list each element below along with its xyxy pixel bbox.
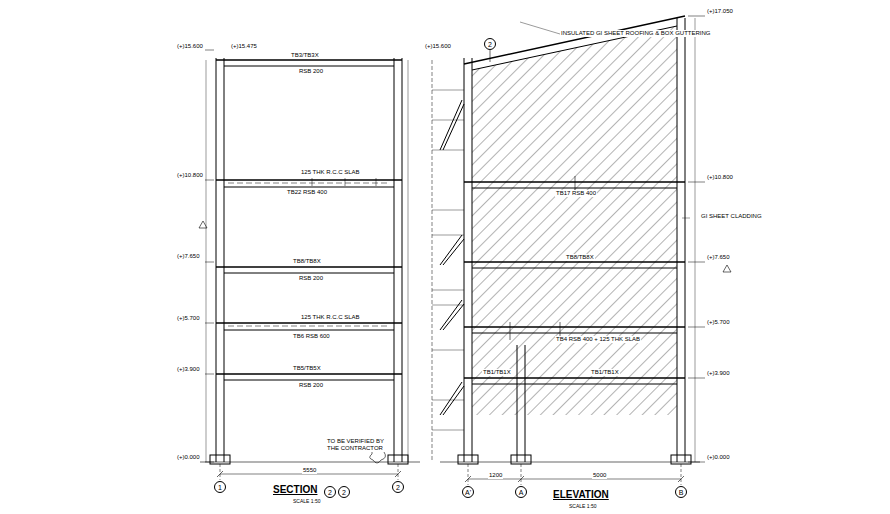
grid-bubble: A' <box>462 486 474 498</box>
member-label: INSULATED GI SHEET ROOFING & BOX GUTTERI… <box>560 30 711 37</box>
dimension: 5550 <box>302 467 317 474</box>
level-mark: (+)5.700 <box>706 319 731 326</box>
level-mark: (+)15.600 <box>176 43 204 50</box>
general-note: TO BE VERIFIED BY THE CONTRACTOR <box>326 438 390 452</box>
member-label: TB8/TB8X <box>292 258 322 265</box>
level-mark: (+)0.000 <box>176 454 201 461</box>
member-label: RSB 200 <box>298 68 324 75</box>
member-label: TB5/TB5X <box>292 365 322 372</box>
member-label: RSB 200 <box>298 382 324 389</box>
member-label: 125 THK R.C.C SLAB <box>300 314 361 321</box>
bubble-text: B <box>679 489 684 496</box>
scale-note: SCALE 1:50 <box>568 504 598 510</box>
bubble-text: 2 <box>396 484 400 491</box>
level-mark: (+)7.650 <box>176 253 201 260</box>
bubble-text: A' <box>465 489 471 496</box>
level-mark: (+)5.700 <box>176 315 201 322</box>
member-label: RSB 200 <box>298 275 324 282</box>
member-label: 125 THK R.C.C SLAB <box>300 169 361 176</box>
member-label: TB17 RSB 400 <box>555 190 597 197</box>
level-mark: (+)17.050 <box>706 8 734 15</box>
bubble-text: 2 <box>488 41 492 48</box>
view-title: ELEVATION <box>552 489 610 501</box>
member-label: TB4 RSB 400 + 125 THK SLAB <box>555 336 641 343</box>
level-mark: (+)3.900 <box>176 366 201 373</box>
level-mark: (+)10.800 <box>706 174 734 181</box>
level-mark: (+)7.650 <box>706 254 731 261</box>
grid-bubble: A <box>515 486 527 498</box>
member-label: TB1/TB1X <box>482 369 512 376</box>
scale-note: SCALE 1:50 <box>292 499 322 505</box>
section-marker: 2 <box>484 38 496 50</box>
member-label: TB1/TB1X <box>590 369 620 376</box>
bubble-text: 2 <box>342 489 346 496</box>
bubble-text: 2 <box>328 489 332 496</box>
member-label: GI SHEET CLADDING <box>700 213 763 220</box>
level-mark: (+)3.900 <box>706 370 731 377</box>
member-label: TB3/TB3X <box>290 52 320 59</box>
grid-bubble: 2 <box>392 481 404 493</box>
view-title: SECTION <box>272 484 318 496</box>
level-mark: (+)15.475 <box>230 43 258 50</box>
grid-bubble: B <box>675 486 687 498</box>
grid-bubble: 1 <box>214 481 226 493</box>
bubble-text: 1 <box>218 484 222 491</box>
dimension: 5000 <box>592 472 607 479</box>
level-mark: (+)10.800 <box>176 172 204 179</box>
level-mark: (+)15.600 <box>424 43 452 50</box>
dimension: 1200 <box>488 472 503 479</box>
bubble-text: A <box>519 489 524 496</box>
member-label: TB6 RSB 600 <box>292 333 331 340</box>
level-mark: (+)0.000 <box>706 454 731 461</box>
section-bubble: 2 <box>324 486 336 498</box>
member-label: TB22 RSB 400 <box>286 189 328 196</box>
member-label: TB8/TB8X <box>565 254 595 261</box>
section-bubble: 2 <box>338 486 350 498</box>
